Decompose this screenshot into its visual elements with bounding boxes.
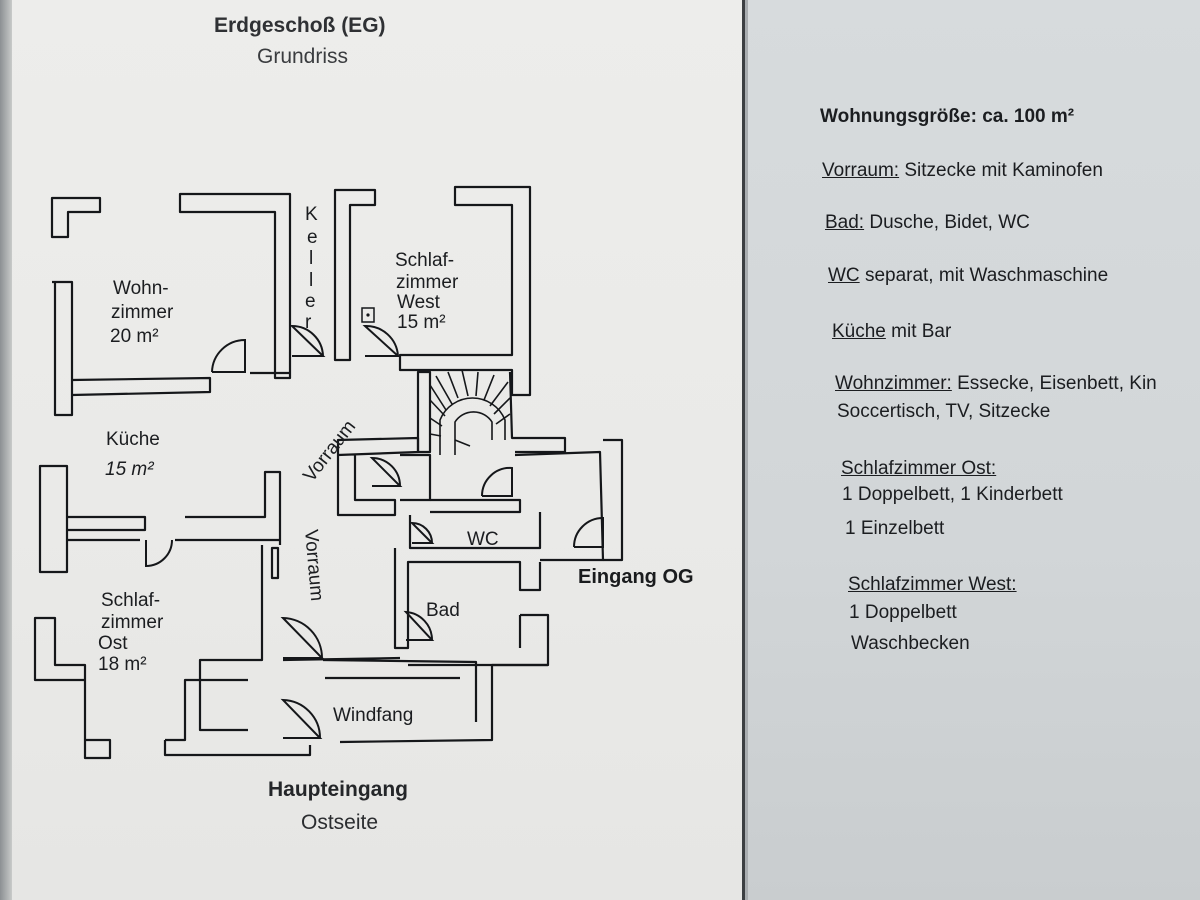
wall-segment [198,545,264,732]
room-label: Küche [106,429,160,450]
room-label: Vorraum [300,529,327,602]
keller-letter: K [305,204,318,225]
wall-segment [282,656,401,662]
main-entrance-side: Ostseite [301,811,379,834]
doors [145,324,604,739]
wall-segment [50,196,102,239]
info-bad: Bad: Dusche, Bidet, WC [825,212,1030,233]
floorplan-subtitle: Grundriss [257,45,349,68]
door-icon [280,616,325,659]
room-label: West [397,292,441,313]
wall-segment [514,450,605,562]
floorplan-card [0,0,745,900]
keller-letter: r [305,312,312,333]
wall-segment [603,438,624,562]
door-icon [403,610,435,641]
room-label: zimmer [101,612,164,633]
wall-segment [400,453,432,502]
info-schlaf-ost-line2: 1 Einzelbett [845,518,945,539]
card-edge [0,0,12,900]
room-label: zimmer [396,272,459,293]
door-icon [211,338,246,373]
room-label: zimmer [111,302,174,323]
floor-plan: Wohn- zimmer 20 m² Küche 15 m² Schlaf- z… [33,185,624,760]
wall-segment [38,464,69,574]
wall-segment [163,740,312,757]
wall-segment [322,658,478,722]
room-label: Windfang [333,705,413,726]
info-wc: WC separat, mit Waschmaschine [828,265,1109,286]
door-icon [362,324,401,357]
info-schlaf-west-line1: 1 Doppelbett [849,602,957,623]
info-schlaf-west-line2: Waschbecken [851,633,970,654]
room-label: Wohn- [113,278,169,299]
wall-segment [430,498,522,514]
wall-segment [185,470,282,545]
wall-segment [178,192,292,380]
wall-segment [33,616,112,760]
wall-segment [393,548,542,650]
wall-segment [339,663,548,744]
room-label: Schlaf- [395,250,454,271]
door-icon [369,456,403,487]
wall-segment [408,613,550,667]
wall-segment [165,678,248,742]
info-wohnzimmer-line2: Soccertisch, TV, Sitzecke [837,401,1051,422]
door-icon [573,516,604,548]
staircase [429,369,511,455]
sink-icon [361,307,375,323]
keller-letter: e [305,291,316,312]
room-label: Schlaf- [101,590,160,611]
room-label: WC [467,529,499,550]
wall-segment [416,370,432,454]
wall-segment [508,371,567,454]
floorplan-title: Erdgeschoß (EG) [214,14,386,37]
keller-letter: e [307,227,318,248]
keller-letter: l [309,248,313,269]
wall-segment [333,188,377,362]
main-entrance-label: Haupteingang [268,778,408,801]
room-label: 15 m² [105,459,154,480]
room-label: Bad [426,600,460,621]
wall-segment [67,515,147,532]
door-icon [145,539,173,568]
floor-plan-walls [33,185,624,760]
door-icon [480,466,513,497]
wall-segment [71,376,212,397]
door-icon [289,324,326,357]
room-label: 20 m² [110,326,159,347]
room-label: Vorraum [299,417,360,487]
info-vorraum: Vorraum: Sitzecke mit Kaminofen [822,160,1103,181]
info-schlaf-ost-line1: 1 Doppelbett, 1 Kinderbett [842,484,1063,505]
room-label: 18 m² [98,654,147,675]
info-schlaf-west-title: Schlafzimmer West: [848,574,1017,595]
room-label: 15 m² [397,312,446,333]
wall-segment [270,546,280,580]
wall-segment [52,280,74,417]
info-sheet [748,0,1200,900]
upper-entrance-label: Eingang OG [578,566,694,588]
wall-segment [336,436,420,517]
door-icon [280,698,323,739]
room-label: Ost [98,633,128,654]
keller-letter: l [309,270,313,291]
info-kueche: Küche mit Bar [832,321,952,342]
info-wohnzimmer: Wohnzimmer: Essecke, Eisenbett, Kin [835,373,1157,394]
door-icon [409,521,435,544]
wall-segment [408,512,542,550]
info-schlaf-ost-title: Schlafzimmer Ost: [841,458,997,479]
info-size: Wohnungsgröße: ca. 100 m² [820,106,1075,127]
wall-segment [398,185,532,397]
